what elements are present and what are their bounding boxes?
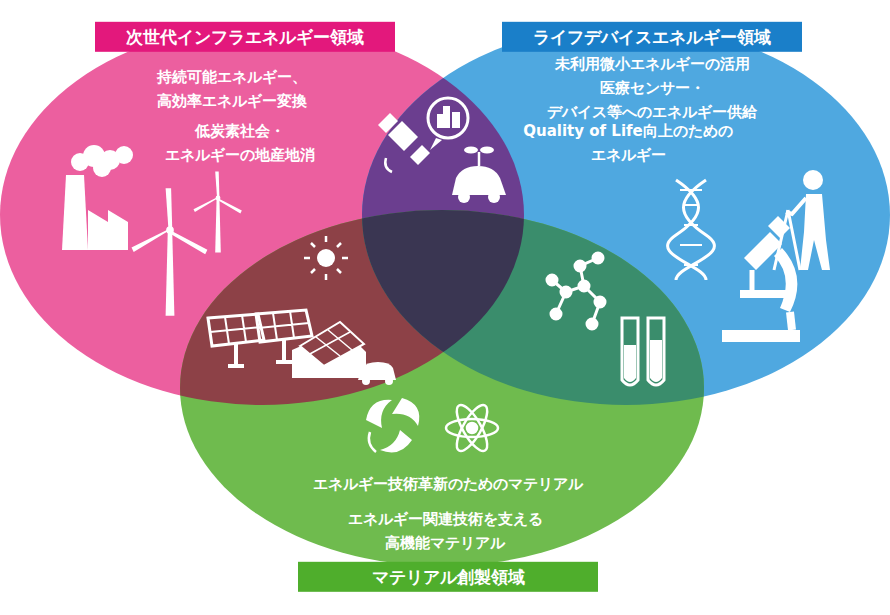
solar-house-icon	[362, 377, 370, 385]
city-bubble-icon	[430, 138, 442, 150]
text-holder: 持続可能エネルギー、 高効率エネルギー変換	[157, 65, 307, 113]
icons	[62, 98, 830, 455]
molecule-icon	[595, 297, 605, 307]
city-bubble-icon	[428, 98, 468, 150]
satellite-icon	[378, 113, 430, 172]
text-holder: エネルギー関連技術を支える 高機能マテリアル	[348, 507, 543, 555]
microscope-icon	[722, 330, 800, 342]
wind-turbine-icon	[132, 171, 242, 315]
atom-icon	[446, 401, 498, 455]
factory-icon	[62, 175, 88, 250]
atom-icon	[451, 401, 493, 455]
satellite-icon	[410, 145, 430, 165]
atom-icon	[446, 419, 498, 437]
molecule-icon	[547, 253, 605, 329]
test-tube-icon	[648, 318, 664, 385]
microscope-icon	[740, 290, 790, 298]
solar-house-icon	[292, 322, 396, 385]
text-holder: 未利用微小エネルギーの活用 医療センサー・デバイス等へのエネルギー供給	[547, 52, 757, 124]
test-tube-icon	[622, 318, 664, 385]
microscope-icon	[790, 312, 792, 330]
text-holder: 低炭素社会・ エネルギーの地産地消	[165, 119, 315, 167]
walker-person-icon	[800, 194, 830, 270]
molecule-icon	[551, 309, 561, 319]
sun-icon	[304, 236, 348, 280]
overlap-center	[180, 210, 704, 566]
microscope-icon	[750, 270, 755, 290]
dna-icon	[668, 180, 715, 280]
region-heading: 次世代インフラエネルギー領域	[95, 22, 395, 52]
molecule-icon	[579, 281, 589, 291]
text-holder: マテリアル創製領域	[298, 562, 598, 592]
dna-icon	[680, 190, 702, 265]
test-tube-icon	[650, 340, 662, 382]
overlap-center	[180, 210, 704, 566]
solar-house-icon	[385, 377, 393, 385]
recycle-icon	[380, 430, 412, 452]
molecule-icon	[561, 287, 571, 297]
overlap-regions	[180, 25, 890, 566]
car-icon	[478, 152, 481, 166]
text-holder: ライフデバイスエネルギー領域	[502, 22, 802, 52]
region-description: Quality of Life向上のための エネルギー	[493, 119, 763, 167]
car-icon	[452, 166, 506, 195]
microscope-icon	[768, 216, 790, 238]
region-description: 低炭素社会・ エネルギーの地産地消	[165, 119, 315, 167]
atom-icon	[467, 423, 477, 433]
car-icon	[488, 191, 500, 203]
wind-turbine-icon	[132, 188, 208, 316]
overlap-life-material	[180, 210, 704, 566]
satellite-icon	[385, 158, 392, 172]
car-icon	[480, 147, 494, 154]
text-holder: エネルギー技術革新のためのマテリアル	[313, 472, 583, 496]
region-description: 持続可能エネルギー、 高効率エネルギー変換	[157, 65, 307, 113]
region-heading: ライフデバイスエネルギー領域	[502, 22, 802, 52]
ellipse-fill	[180, 210, 704, 566]
factory-icon	[62, 145, 133, 250]
car-icon	[464, 147, 478, 154]
sun-icon	[304, 236, 348, 280]
test-tube-icon	[622, 318, 638, 385]
city-bubble-icon	[437, 106, 460, 128]
region-description: エネルギー関連技術を支える 高機能マテリアル	[348, 507, 543, 555]
overlap-life-material	[180, 210, 704, 566]
overlap-infra-material	[180, 210, 704, 566]
solar-house-icon	[308, 330, 352, 356]
molecule-icon	[575, 261, 585, 271]
sun-icon	[304, 236, 348, 280]
recycle-icon	[366, 400, 392, 428]
wind-turbine-icon	[194, 171, 242, 252]
atom-icon	[451, 401, 493, 455]
factory-icon	[115, 146, 133, 164]
molecule-icon	[547, 275, 557, 285]
solar-house-icon	[300, 322, 364, 366]
factory-icon	[93, 159, 111, 177]
microscope-icon	[722, 216, 800, 342]
text-holder: Quality of Life向上のための エネルギー	[493, 119, 763, 167]
overlap-center	[180, 210, 704, 566]
satellite-icon	[378, 113, 398, 133]
car-icon	[458, 191, 470, 203]
text-holder: 次世代インフラエネルギー領域	[95, 22, 395, 52]
recycle-icon	[392, 398, 419, 426]
recycle-icon	[369, 432, 376, 452]
factory-icon	[88, 210, 128, 250]
car-icon	[452, 147, 506, 204]
walker-person-icon	[803, 170, 823, 190]
overlap-infra-material	[180, 210, 704, 566]
region-description: 未利用微小エネルギーの活用 医療センサー・デバイス等へのエネルギー供給	[547, 52, 757, 124]
sun-icon	[317, 249, 335, 267]
city-bubble-icon	[428, 98, 468, 138]
recycle-icon	[366, 398, 419, 452]
dna-icon	[676, 180, 714, 280]
molecule-icon	[552, 258, 600, 324]
region-heading: マテリアル創製領域	[298, 562, 598, 592]
region-description: エネルギー技術革新のためのマテリアル	[313, 472, 583, 496]
microscope-icon	[744, 232, 782, 270]
molecule-icon	[593, 253, 603, 263]
test-tube-icon	[624, 345, 636, 382]
molecule-icon	[587, 319, 597, 329]
microscope-icon	[774, 248, 797, 312]
